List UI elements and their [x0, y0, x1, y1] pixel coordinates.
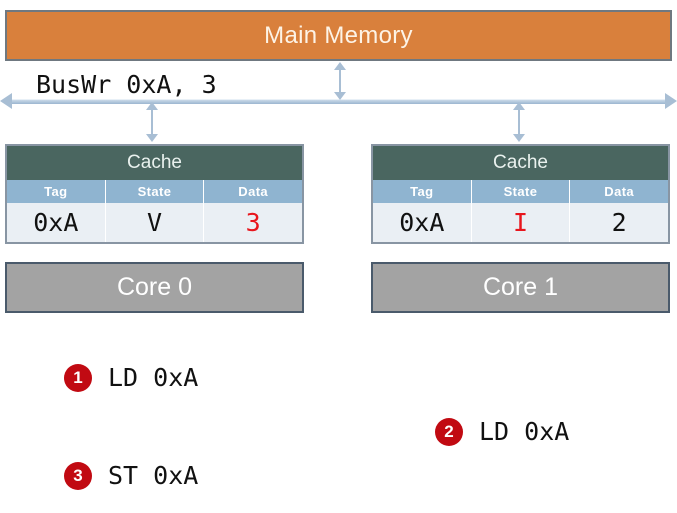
connector-arrow-up-icon — [146, 102, 158, 110]
operation-item-3: 3 ST 0xA — [64, 461, 198, 490]
connector-memory-to-bus-icon — [334, 62, 346, 100]
cache-1-data-row: 0xA I 2 — [373, 203, 668, 242]
cache-0-cell-state: V — [106, 203, 205, 242]
cache-0-cell-data: 3 — [245, 208, 261, 237]
connector-stem — [339, 68, 341, 94]
cache-1-header-tag: Tag — [373, 180, 472, 203]
operation-badge-2: 2 — [435, 417, 463, 446]
operation-text-1: LD 0xA — [108, 363, 199, 392]
cache-0-header-tag: Tag — [7, 180, 106, 203]
cache-1-cell-state: I — [472, 203, 571, 242]
connector-arrow-down-icon — [334, 92, 346, 100]
cache-0-cell-tag: 0xA — [7, 203, 106, 242]
connector-arrow-up-icon — [513, 102, 525, 110]
operation-badge-1: 1 — [64, 363, 92, 392]
connector-stem — [518, 108, 520, 136]
connector-arrow-down-icon — [513, 134, 525, 142]
connector-arrow-down-icon — [146, 134, 158, 142]
operation-item-1: 1 LD 0xA — [64, 363, 198, 392]
core-1-label: Core 1 — [482, 273, 559, 301]
cache-1-cell-tag: 0xA — [373, 203, 472, 242]
connector-bus-to-cache-1-icon — [513, 102, 525, 142]
connector-stem — [151, 108, 153, 136]
connector-bus-to-cache-0-icon — [146, 102, 158, 142]
main-memory-block: Main Memory — [5, 10, 672, 61]
cache-block-0: Cache Tag State Data 0xA V 3 — [5, 144, 304, 244]
connector-arrow-up-icon — [334, 62, 346, 70]
cache-0-header-row: Tag State Data — [7, 180, 302, 203]
bus-arrow-left-icon — [0, 93, 12, 109]
cache-block-1: Cache Tag State Data 0xA I 2 — [371, 144, 670, 244]
operation-item-2: 2 LD 0xA — [435, 417, 569, 446]
core-block-1: Core 1 — [371, 262, 670, 313]
cache-0-data-row: 0xA V 3 — [7, 203, 302, 242]
cache-0-header-data: Data — [238, 184, 269, 199]
cache-0-title: Cache — [7, 146, 302, 180]
operation-badge-3: 3 — [64, 461, 92, 490]
operation-text-3: ST 0xA — [108, 461, 199, 490]
cache-1-header-state: State — [472, 180, 571, 203]
cache-1-header-data: Data — [604, 184, 635, 199]
bus-arrow-right-icon — [665, 93, 677, 109]
cache-1-cell-data: 2 — [611, 208, 627, 237]
cache-1-title: Cache — [373, 146, 668, 180]
operation-text-2: LD 0xA — [479, 417, 570, 446]
core-0-label: Core 0 — [116, 273, 193, 301]
cache-0-header-state: State — [106, 180, 205, 203]
cache-1-header-row: Tag State Data — [373, 180, 668, 203]
bus-transaction-label: BusWr 0xA, 3 — [36, 70, 217, 99]
main-memory-label: Main Memory — [264, 21, 413, 49]
core-block-0: Core 0 — [5, 262, 304, 313]
